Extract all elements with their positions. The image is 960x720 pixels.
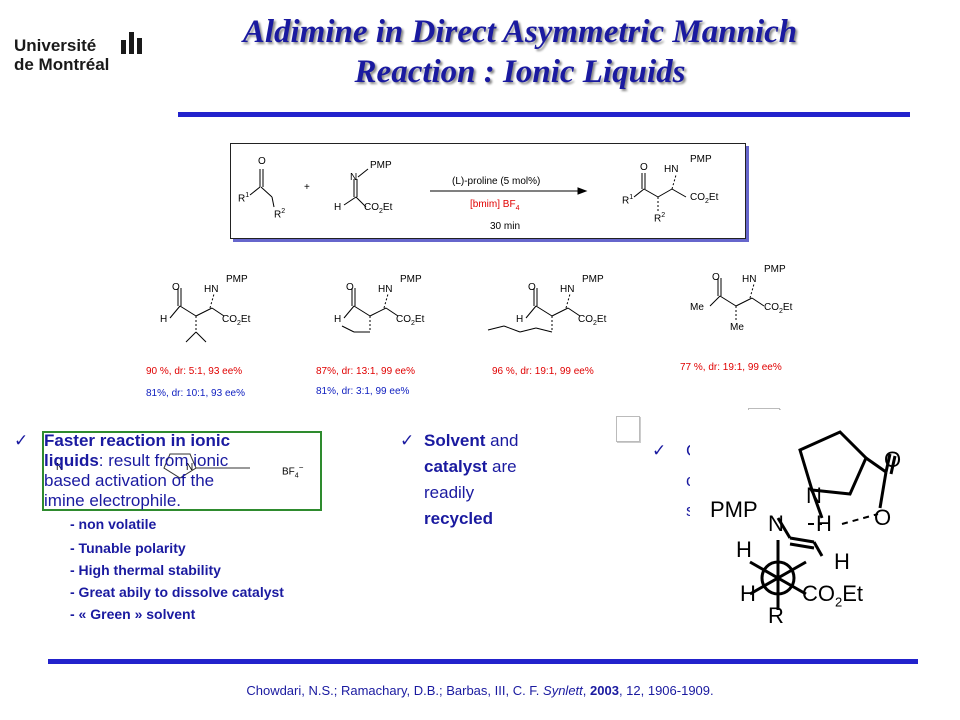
ts-n-left: N <box>768 511 784 536</box>
solvent-label: [bmim] BF4 <box>470 199 520 212</box>
ex4-co2et: CO2Et <box>764 302 793 315</box>
imine-co2et: CO2Et <box>364 202 393 215</box>
check-icon: ✓ <box>14 431 29 451</box>
title-line-1: Aldimine in Direct Asymmetric Mannich <box>242 14 798 50</box>
example-products-drawing <box>169 278 765 343</box>
ex3-co2et: CO2Et <box>578 314 607 327</box>
il-anion: BF4− <box>282 463 304 480</box>
placeholder-frame-1 <box>616 416 640 442</box>
ex3-pmp: PMP <box>582 274 604 285</box>
ex3-hn: HN <box>560 284 575 295</box>
imine-pmp: PMP <box>370 160 392 171</box>
ex4-me1: Me <box>690 302 704 313</box>
ts-h-left: H <box>736 537 752 562</box>
bullet1-line2: liquids: result from ionic <box>44 451 229 470</box>
logo-line-2: de Montréal <box>14 55 110 74</box>
bullet2-line1: Solvent and <box>424 431 519 450</box>
ts-h-top: H <box>816 511 832 536</box>
ts-pmp: PMP <box>710 497 758 522</box>
ionic-liquid-structure <box>163 453 250 479</box>
sub-item-5: - « Green » solvent <box>70 606 196 622</box>
ex1-co2et: CO2Et <box>222 314 251 327</box>
transition-state-drawing <box>749 430 897 610</box>
reactant1-r1: R1 <box>238 192 250 205</box>
product-oxygen: O <box>640 162 648 173</box>
ex1-pmp: PMP <box>226 274 248 285</box>
imine-h: H <box>334 202 342 213</box>
ex2-oxygen: O <box>346 282 354 293</box>
product-r1: R1 <box>622 194 634 207</box>
reactant1-r2: R2 <box>274 208 286 221</box>
ts-h-right: H <box>834 549 850 574</box>
ts-n-ring: N <box>806 483 822 508</box>
product-hn: HN <box>664 164 679 175</box>
reaction-scheme-drawing <box>249 168 687 211</box>
slide-title: Aldimine in Direct Asymmetric Mannich Re… <box>160 12 880 92</box>
logo-line-1: Université <box>14 36 97 55</box>
ionic-liquid-structure-box <box>42 431 322 511</box>
university-logo: Université de Montréal <box>14 36 109 74</box>
bullet1-line3: based activation of the <box>44 471 215 490</box>
plus-sign: + <box>304 182 310 193</box>
ex2-pmp: PMP <box>400 274 422 285</box>
bullet2-line4: recycled <box>424 509 493 528</box>
ex2-h: H <box>334 314 342 325</box>
title-line-2: Reaction : Ionic Liquids <box>354 54 686 90</box>
ex1-oxygen: O <box>172 282 180 293</box>
product-pmp: PMP <box>690 154 712 165</box>
check-icon-2: ✓ <box>400 431 415 451</box>
footer-rule <box>48 659 918 664</box>
il-n-cation: N <box>186 462 194 473</box>
product-co2et: CO2Et <box>690 192 719 205</box>
product-r2: R2 <box>654 212 666 225</box>
reaction-scheme-box <box>230 143 746 239</box>
ex2-result-1: 87%, dr: 13:1, 99 ee% <box>316 366 415 377</box>
check-icon-3: ✓ <box>652 441 667 461</box>
ex4-oxygen: O <box>712 272 720 283</box>
ts-h-lower: H <box>740 581 756 606</box>
ex2-hn: HN <box>378 284 393 295</box>
sub-item-3: - High thermal stability <box>70 562 221 578</box>
ex2-result-2: 81%, dr: 3:1, 99 ee% <box>316 386 410 397</box>
ex3-oxygen: O <box>528 282 536 293</box>
il-n-left: N <box>56 462 64 473</box>
bullet2-line2: catalyst are <box>424 457 517 476</box>
reagent-label: (L)-proline (5 mol%) <box>452 176 541 187</box>
ts-o-right: O <box>874 505 892 530</box>
imine-n: N <box>350 172 358 183</box>
ex1-result-1: 90 %, dr: 5:1, 93 ee% <box>146 366 243 377</box>
reactant1-oxygen: O <box>258 156 266 167</box>
sub-item-4: - Great abily to dissolve catalyst <box>70 584 284 600</box>
time-label: 30 min <box>490 221 521 232</box>
ex4-me2: Me <box>730 322 744 333</box>
title-rule <box>178 112 910 117</box>
ex4-pmp: PMP <box>764 264 786 275</box>
ex4-hn: HN <box>742 274 757 285</box>
ex3-h: H <box>516 314 524 325</box>
ts-r: R <box>768 603 784 628</box>
bullet1-line1: Faster reaction in ionic <box>44 431 231 450</box>
university-emblem-icon <box>121 32 142 54</box>
sub-item-1: - non volatile <box>70 516 157 532</box>
ex4-result-1: 77 %, dr: 19:1, 99 ee% <box>680 362 782 373</box>
ex1-hn: HN <box>204 284 219 295</box>
bullet1-line4: imine electrophile. <box>44 491 182 510</box>
ex2-co2et: CO2Et <box>396 314 425 327</box>
ex3-result-1: 96 %, dr: 19:1, 99 ee% <box>492 366 594 377</box>
ex1-result-2: 81%, dr: 10:1, 93 ee% <box>146 388 245 399</box>
sub-item-2: - Tunable polarity <box>70 540 186 556</box>
ts-o-top: O <box>884 447 902 472</box>
ex1-h: H <box>160 314 168 325</box>
bullet2-line3: readily <box>424 483 475 502</box>
ts-co2et: CO2Et <box>802 581 864 610</box>
reference: Chowdari, N.S.; Ramachary, D.B.; Barbas,… <box>246 683 714 698</box>
